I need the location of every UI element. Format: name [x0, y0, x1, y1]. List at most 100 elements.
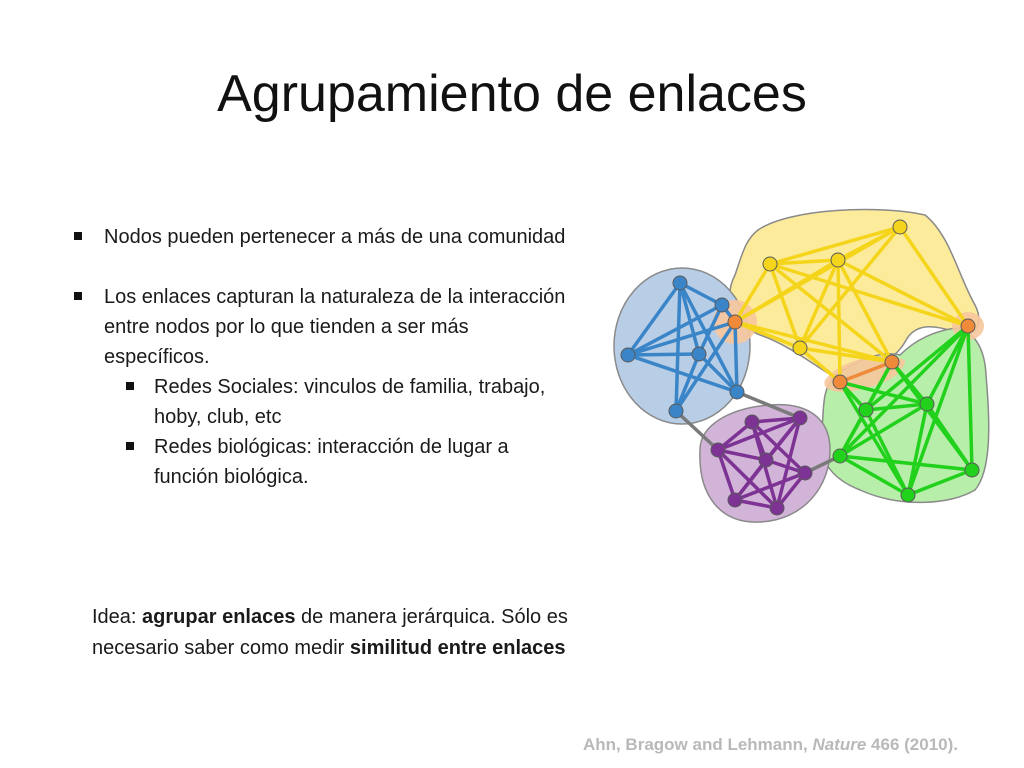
yellow-link — [768, 225, 902, 266]
green-link — [838, 454, 974, 472]
purple-node — [797, 465, 813, 481]
bullet-list: Nodos pueden pertenecer a más de una com… — [70, 222, 570, 492]
green-link — [838, 408, 868, 458]
orange-node — [832, 374, 848, 390]
bullet-item: Nodos pueden pertenecer a más de una com… — [70, 222, 570, 252]
blue-link — [626, 320, 737, 357]
blue-link — [626, 353, 739, 394]
blue-link — [626, 352, 701, 357]
yellow-link — [798, 258, 840, 350]
purple-link — [750, 416, 802, 424]
bullet-text: Los enlaces capturan la naturaleza de la… — [104, 286, 566, 368]
yellow-node — [792, 340, 808, 356]
green-link — [838, 324, 970, 458]
yellow-link — [733, 262, 772, 324]
bullet-text: Redes biológicas: interacción de lugar a… — [154, 436, 509, 488]
yellow-link — [768, 258, 840, 266]
green-link — [966, 324, 974, 472]
green-link — [864, 408, 910, 497]
purple-link — [716, 416, 802, 452]
purple-link — [716, 448, 737, 502]
yellow-node — [892, 219, 908, 235]
purple-node — [769, 500, 785, 516]
green-link — [864, 324, 970, 412]
green-node — [832, 448, 848, 464]
green-link — [838, 402, 929, 458]
orange-node — [884, 354, 900, 370]
blue-link — [678, 281, 724, 307]
bullet-text: Redes Sociales: vinculos de familia, tra… — [154, 376, 546, 428]
yellow-link — [836, 258, 970, 328]
purple-node — [744, 414, 760, 430]
green-node — [900, 487, 916, 503]
green-node — [964, 462, 980, 478]
slide-title: Agrupamiento de enlaces — [217, 65, 807, 123]
purple-link — [716, 448, 768, 462]
blue-link — [626, 281, 682, 357]
green-node — [858, 402, 874, 418]
orange-node — [727, 314, 743, 330]
blue-node — [691, 346, 707, 362]
citation-authors: Ahn, Bragow and Lehmann, — [582, 735, 813, 754]
citation-ref: 466 (2010). — [866, 735, 958, 754]
green-link — [925, 402, 974, 472]
purple-node — [710, 442, 726, 458]
green-link — [925, 324, 970, 406]
green-link — [906, 324, 970, 497]
green-link — [838, 380, 929, 406]
blue-link — [697, 352, 739, 394]
inter-community-link — [674, 409, 720, 452]
idea-bold-text: agrupar enlaces — [142, 606, 296, 628]
square-bullet-icon — [126, 442, 134, 450]
green-link — [864, 402, 929, 412]
blue-node — [668, 403, 684, 419]
bullet-text: Nodos pueden pertenecer a más de una com… — [104, 226, 566, 248]
yellow-link — [798, 346, 842, 384]
purple-link — [733, 471, 807, 502]
purple-node — [792, 410, 808, 426]
idea-text: Idea: — [92, 606, 143, 628]
square-bullet-icon — [74, 292, 82, 300]
blue-node — [729, 384, 745, 400]
green-link — [906, 402, 929, 497]
green-link — [838, 380, 910, 497]
blue-node — [672, 275, 688, 291]
blue-node — [620, 347, 636, 363]
green-link — [838, 454, 910, 497]
yellow-link — [898, 225, 970, 328]
purple-link — [775, 416, 802, 510]
green-link — [906, 468, 974, 497]
square-bullet-icon — [74, 232, 82, 240]
purple-node — [727, 492, 743, 508]
bullet-item: Los enlaces capturan la naturaleza de la… — [70, 282, 570, 372]
sub-bullet-item: Redes Sociales: vinculos de familia, tra… — [70, 372, 570, 432]
idea-paragraph: Idea: agrupar enlaces de manera jerárqui… — [92, 602, 582, 664]
blue-link — [674, 281, 682, 413]
yellow-node — [762, 256, 778, 272]
orange-link — [838, 360, 894, 384]
citation-journal: Nature — [812, 735, 867, 754]
square-bullet-icon — [126, 382, 134, 390]
orange-node — [960, 318, 976, 334]
green-node — [919, 396, 935, 412]
purple-node — [758, 452, 774, 468]
blue-node — [714, 297, 730, 313]
idea-text: de manera jerárquica. Sólo es necesario … — [92, 606, 568, 659]
blue-link — [674, 320, 737, 413]
citation: Ahn, Bragow and Lehmann, Nature 466 (201… — [583, 735, 958, 755]
blue-link — [674, 352, 701, 413]
yellow-link — [768, 262, 970, 328]
link-community-network-diagram — [613, 208, 990, 523]
idea-bold-text: similitud entre enlaces — [349, 637, 566, 659]
yellow-link — [836, 258, 842, 384]
inter-community-link — [735, 390, 802, 420]
purple-link — [716, 448, 779, 510]
yellow-link — [768, 262, 894, 364]
blue-link — [733, 320, 739, 394]
yellow-node — [830, 252, 846, 268]
sub-bullet-item: Redes biológicas: interacción de lugar a… — [70, 432, 570, 492]
blue-link — [678, 281, 701, 356]
yellow-link — [836, 258, 894, 364]
yellow-link — [798, 346, 894, 364]
yellow-link — [733, 258, 840, 324]
